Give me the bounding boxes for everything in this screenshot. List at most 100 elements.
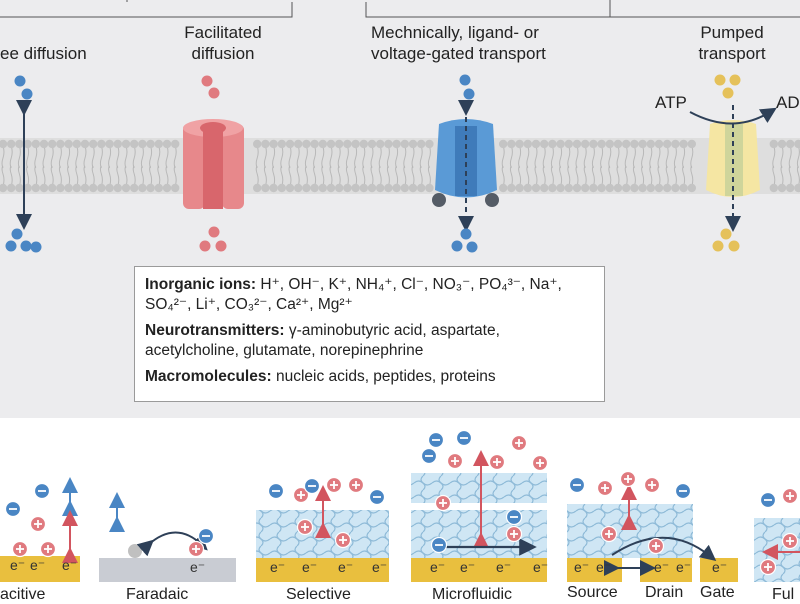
inorganic-ions-entry: Inorganic ions: H⁺, OH⁻, K⁺, NH₄⁺, Cl⁻, … — [145, 275, 594, 315]
electron-label: e⁻ — [574, 559, 589, 575]
electron-label: e⁻ — [460, 559, 475, 575]
neurotransmitters-entry: Neurotransmitters: γ-aminobutyric acid, … — [145, 321, 594, 361]
category-brackets — [0, 0, 800, 18]
neuro-title: Neurotransmitters: — [145, 322, 285, 339]
anion-icon — [33, 482, 51, 500]
cation-icon — [296, 518, 314, 536]
molecule-types-box: Inorganic ions: H⁺, OH⁻, K⁺, NH₄⁺, Cl⁻, … — [134, 266, 605, 402]
device-mechanisms-panel: e⁻ e⁻ e⁻ e⁻ e⁻ e⁻ e⁻ e⁻ e⁻ e⁻ e⁻ e⁻ e⁻ e⁻ e⁻ e⁻ e⁻ — [0, 429, 800, 582]
cation-icon — [292, 486, 310, 504]
label-pumped-1: Pumped — [700, 23, 764, 42]
anion-icon — [759, 491, 777, 509]
anion-icon — [420, 447, 438, 465]
label-gate: Gate — [700, 584, 735, 601]
label-selective: Selective — [286, 586, 351, 603]
cation-icon — [446, 452, 464, 470]
cation-icon — [187, 540, 205, 558]
anion-icon — [427, 431, 445, 449]
neuro-text-2: acetylcholine, glutamate, norepinephrine — [145, 342, 424, 359]
label-gated-2: voltage-gated transport — [371, 44, 546, 63]
label-facilitated-2: diffusion — [191, 44, 255, 63]
neuro-text-1: γ-aminobutyric acid, aspartate, — [288, 322, 500, 339]
free-diffusion-ions-top — [14, 75, 33, 100]
anion-icon — [368, 488, 386, 506]
electron-label: e⁻ — [496, 559, 511, 575]
electron-label: e⁻ — [338, 559, 353, 575]
anion-icon — [197, 527, 215, 545]
cation-icon — [510, 434, 528, 452]
cation-icon — [39, 540, 57, 558]
capacitive-panel — [0, 477, 80, 582]
macromolecules-entry: Macromolecules: nucleic acids, peptides,… — [145, 367, 594, 387]
electron-label: e⁻ — [372, 559, 387, 575]
macro-title: Macromolecules: — [145, 368, 272, 385]
bottom-ions — [4, 429, 799, 576]
faradaic-panel — [99, 492, 236, 582]
transistor-panel — [567, 484, 738, 582]
cation-icon — [643, 476, 661, 494]
electron-label: e⁻ — [270, 559, 285, 575]
cation-icon — [531, 454, 549, 472]
cation-icon — [596, 479, 614, 497]
lipid-bilayer — [0, 138, 800, 194]
label-fully: Ful — [772, 586, 795, 603]
electron-label: e⁻ — [430, 559, 445, 575]
cation-icon — [759, 558, 777, 576]
cation-icon — [11, 540, 29, 558]
free-diffusion-ions-bottom — [5, 228, 42, 253]
label-facilitated-1: Facilitated — [184, 23, 262, 42]
cation-icon — [434, 494, 452, 512]
inorganic-text-2: SO₄²⁻, Li⁺, CO₃²⁻, Ca²⁺, Mg²⁺ — [145, 296, 353, 313]
anion-icon — [430, 536, 448, 554]
electron-label: e⁻ — [302, 559, 317, 575]
electron-label: e⁻ — [676, 559, 691, 575]
cation-icon — [619, 470, 637, 488]
anion-icon — [455, 429, 473, 447]
label-gated-1: Mechnically, ligand- or — [371, 23, 539, 42]
inorganic-title: Inorganic ions: — [145, 276, 257, 293]
electron-label: e⁻ — [30, 557, 45, 573]
label-atp: ATP — [655, 93, 687, 112]
anion-icon — [568, 476, 586, 494]
electron-label: e⁻ — [190, 559, 205, 575]
anion-icon — [267, 482, 285, 500]
label-source: Source — [567, 584, 618, 601]
electron-label: e⁻ — [596, 559, 611, 575]
microfluidic-panel — [411, 450, 547, 582]
cation-icon — [325, 476, 343, 494]
electron-label: e⁻ — [62, 557, 77, 573]
label-microfluidic: Microfluidic — [432, 586, 513, 603]
cation-icon — [29, 515, 47, 533]
membrane-diagram — [0, 0, 800, 253]
selective-panel — [256, 485, 389, 582]
cation-icon — [488, 453, 506, 471]
cation-icon — [347, 476, 365, 494]
electron-label: e⁻ — [712, 559, 727, 575]
label-adp: AD — [776, 93, 800, 112]
label-faradaic: Faradaic — [126, 586, 189, 603]
anion-icon — [4, 500, 22, 518]
cation-icon — [334, 531, 352, 549]
label-drain: Drain — [645, 584, 684, 601]
anion-icon — [674, 482, 692, 500]
cation-icon — [505, 525, 523, 543]
cation-icon — [781, 532, 799, 550]
cation-icon — [600, 525, 618, 543]
macro-text: nucleic acids, peptides, proteins — [275, 368, 496, 385]
cation-icon — [781, 487, 799, 505]
electron-label: e⁻ — [654, 559, 669, 575]
label-free-diffusion: ee diffusion — [0, 44, 87, 63]
electron-label: e⁻ — [10, 557, 25, 573]
label-capacitive: acitive — [0, 586, 46, 603]
inorganic-text-1: H⁺, OH⁻, K⁺, NH₄⁺, Cl⁻, NO₃⁻, PO₄³⁻, Na⁺… — [260, 276, 562, 293]
electron-labels: e⁻ e⁻ e⁻ e⁻ e⁻ e⁻ e⁻ e⁻ e⁻ e⁻ e⁻ e⁻ e⁻ e⁻ e⁻ e⁻ e⁻ — [10, 557, 727, 575]
electron-label: e⁻ — [533, 559, 548, 575]
pump-protein — [689, 74, 777, 252]
label-pumped-2: transport — [698, 44, 766, 63]
gated-channel-protein — [432, 74, 499, 253]
anion-icon — [505, 508, 523, 526]
cation-icon — [647, 537, 665, 555]
facilitated-channel-protein — [183, 75, 244, 252]
fully-panel — [754, 518, 800, 582]
anion-icon — [303, 477, 321, 495]
